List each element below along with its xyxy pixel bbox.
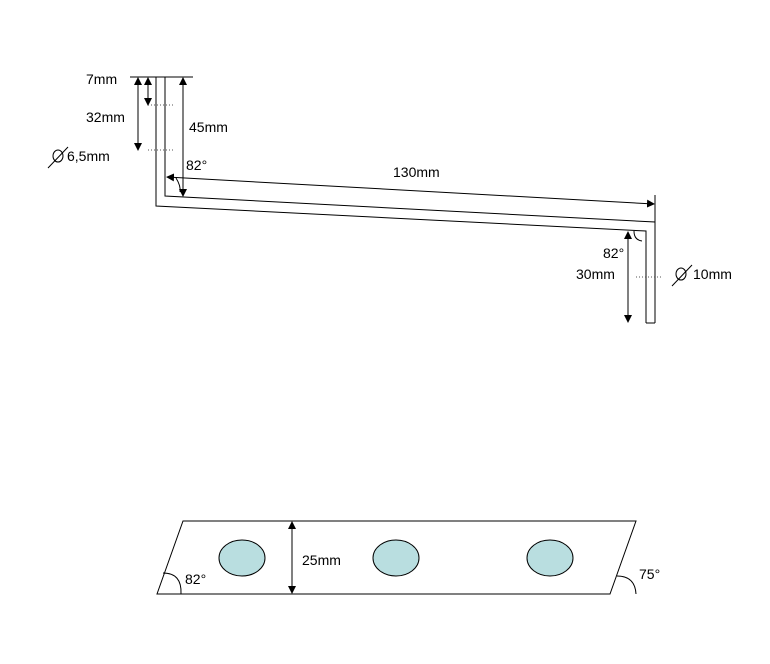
hole-2 bbox=[372, 539, 420, 577]
dim-32-label: 32mm bbox=[86, 109, 125, 125]
hole-3 bbox=[526, 539, 574, 577]
strip-outline bbox=[156, 520, 637, 595]
hole-large-label: 10mm bbox=[693, 266, 732, 282]
hole-1 bbox=[218, 539, 266, 577]
strip-angle-arc-left bbox=[162, 572, 182, 595]
angle-right-label: 82° bbox=[603, 245, 625, 261]
strip-width-label: 25mm bbox=[302, 552, 341, 568]
dim-130-arrow bbox=[166, 173, 655, 208]
dim-7-label: 7mm bbox=[86, 71, 118, 87]
diameter-icon-large bbox=[671, 264, 693, 287]
dim-30-label: 30mm bbox=[576, 266, 615, 282]
angle-left-label: 82° bbox=[186, 157, 208, 173]
angle-arc-right bbox=[633, 230, 643, 242]
diameter-icon-small bbox=[47, 146, 69, 169]
dim-45-label: 45mm bbox=[189, 119, 228, 135]
dim-130-label: 130mm bbox=[393, 164, 440, 180]
strip-angle-left-label: 82° bbox=[185, 571, 207, 587]
hole-small-label: 6,5mm bbox=[67, 148, 110, 164]
strip-angle-right-label: 75° bbox=[639, 566, 661, 582]
strip-angle-arc-right bbox=[616, 575, 637, 595]
bracket-inner-line bbox=[164, 77, 656, 323]
angle-arc-left bbox=[175, 177, 181, 193]
bracket-outer-line bbox=[155, 77, 647, 323]
